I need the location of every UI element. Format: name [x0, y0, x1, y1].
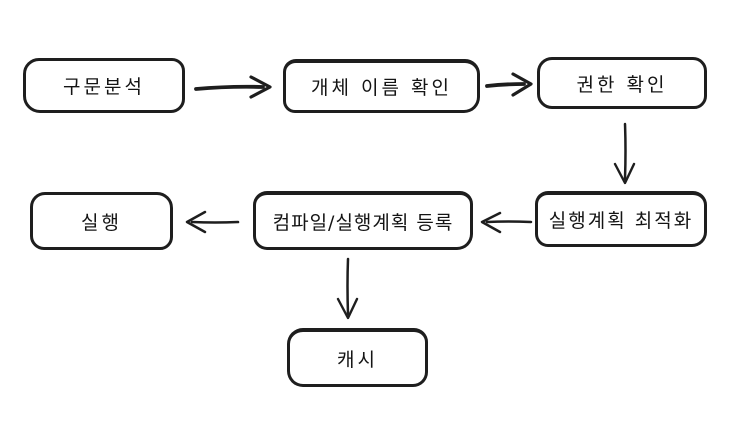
- node-cache: 캐시: [287, 328, 428, 387]
- arrow-left-icon: [480, 211, 533, 234]
- node-permission-check: 권한 확인: [537, 57, 707, 109]
- arrow-down-icon: [336, 257, 359, 320]
- arrow-left-icon: [185, 210, 240, 234]
- node-compile-plan-register: 컴파일/실행계획 등록: [253, 191, 473, 250]
- node-parse: 구문분석: [23, 58, 185, 113]
- node-plan-optimization: 실행계획 최적화: [535, 191, 707, 247]
- node-execute: 실행: [30, 192, 173, 250]
- arrow-right-icon: [485, 72, 533, 97]
- arrow-down-icon: [613, 122, 636, 185]
- arrow-right-icon: [194, 75, 272, 99]
- node-object-name-check: 개체 이름 확인: [283, 59, 480, 113]
